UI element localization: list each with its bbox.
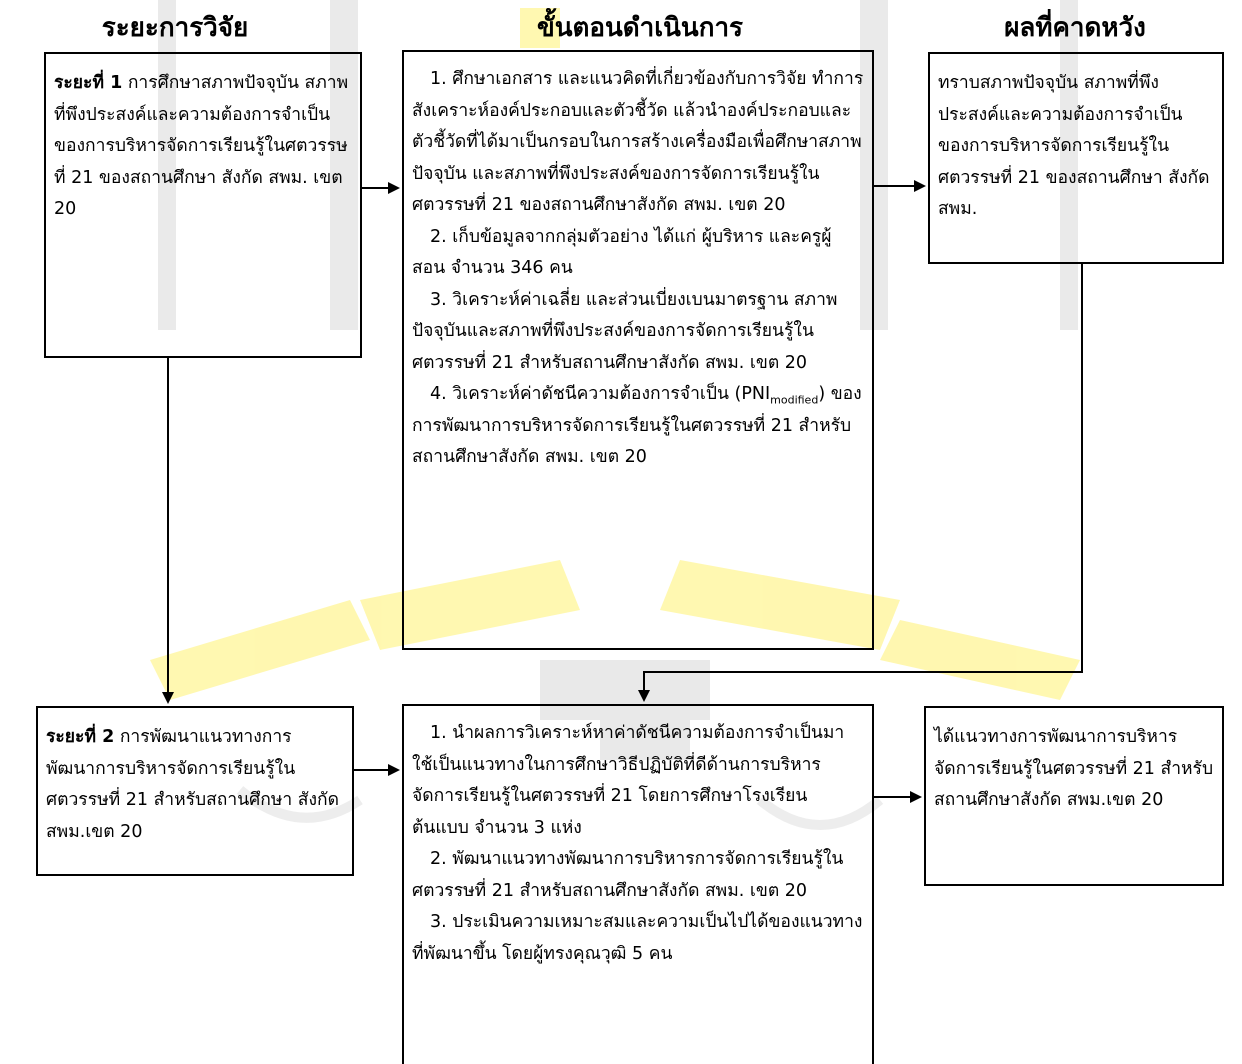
phase1-description: การศึกษาสภาพปัจจุบัน สภาพที่พึงประสงค์แล… — [54, 73, 349, 219]
phase1-label: ระยะที่ 1 — [54, 73, 123, 93]
result2-text: ได้แนวทางการพัฒนาการบริหารจัดการเรียนรู้… — [934, 727, 1214, 810]
result1-text: ทราบสภาพปัจจุบัน สภาพที่พึงประสงค์และควา… — [938, 73, 1210, 219]
steps1-step1: 1. ศึกษาเอกสาร และแนวคิดที่เกี่ยวข้องกับ… — [412, 69, 864, 215]
phase1-text: ระยะที่ 1 การศึกษาสภาพปัจจุบัน สภาพที่พึ… — [54, 68, 352, 226]
steps1-step2: 2. เก็บข้อมูลจากกลุ่มตัวอย่าง ได้แก่ ผู้… — [412, 226, 832, 279]
steps2-step2: 2. พัฒนาแนวทางพัฒนาการบริหารการจัดการเรี… — [412, 849, 844, 901]
phase2-box: ระยะที่ 2 การพัฒนาแนวทางการพัฒนาการบริหา… — [36, 706, 354, 876]
steps2-step3: 3. ประเมินความเหมาะสมและความเป็นไปได้ของ… — [412, 912, 863, 964]
header-procedures: ขั้นตอนดำเนินการ — [536, 13, 744, 43]
steps2-step1: 1. นำผลการวิเคราะห์หาค่าดัชนีความต้องการ… — [412, 723, 845, 838]
phase2-text: ระยะที่ 2 การพัฒนาแนวทางการพัฒนาการบริหา… — [46, 722, 344, 848]
phase2-description: การพัฒนาแนวทางการพัฒนาการบริหารจัดการเรี… — [46, 727, 339, 842]
result2-box: ได้แนวทางการพัฒนาการบริหารจัดการเรียนรู้… — [924, 706, 1224, 886]
header-expected-results: ผลที่คาดหวัง — [1004, 13, 1146, 43]
phase1-box: ระยะที่ 1 การศึกษาสภาพปัจจุบัน สภาพที่พึ… — [44, 52, 362, 358]
steps1-box: 1. ศึกษาเอกสาร และแนวคิดที่เกี่ยวข้องกับ… — [402, 50, 874, 650]
steps1-step3: 3. วิเคราะห์ค่าเฉลี่ย และส่วนเบี่ยงเบนมา… — [412, 289, 838, 373]
result1-box: ทราบสภาพปัจจุบัน สภาพที่พึงประสงค์และควา… — [928, 52, 1224, 264]
steps2-box: 1. นำผลการวิเคราะห์หาค่าดัชนีความต้องการ… — [402, 704, 874, 1064]
header-research-phase: ระยะการวิจัย — [101, 13, 249, 43]
steps1-step4: 4. วิเคราะห์ค่าดัชนีความต้องการจำเป็น (P… — [412, 384, 862, 467]
phase2-label: ระยะที่ 2 — [46, 727, 115, 747]
